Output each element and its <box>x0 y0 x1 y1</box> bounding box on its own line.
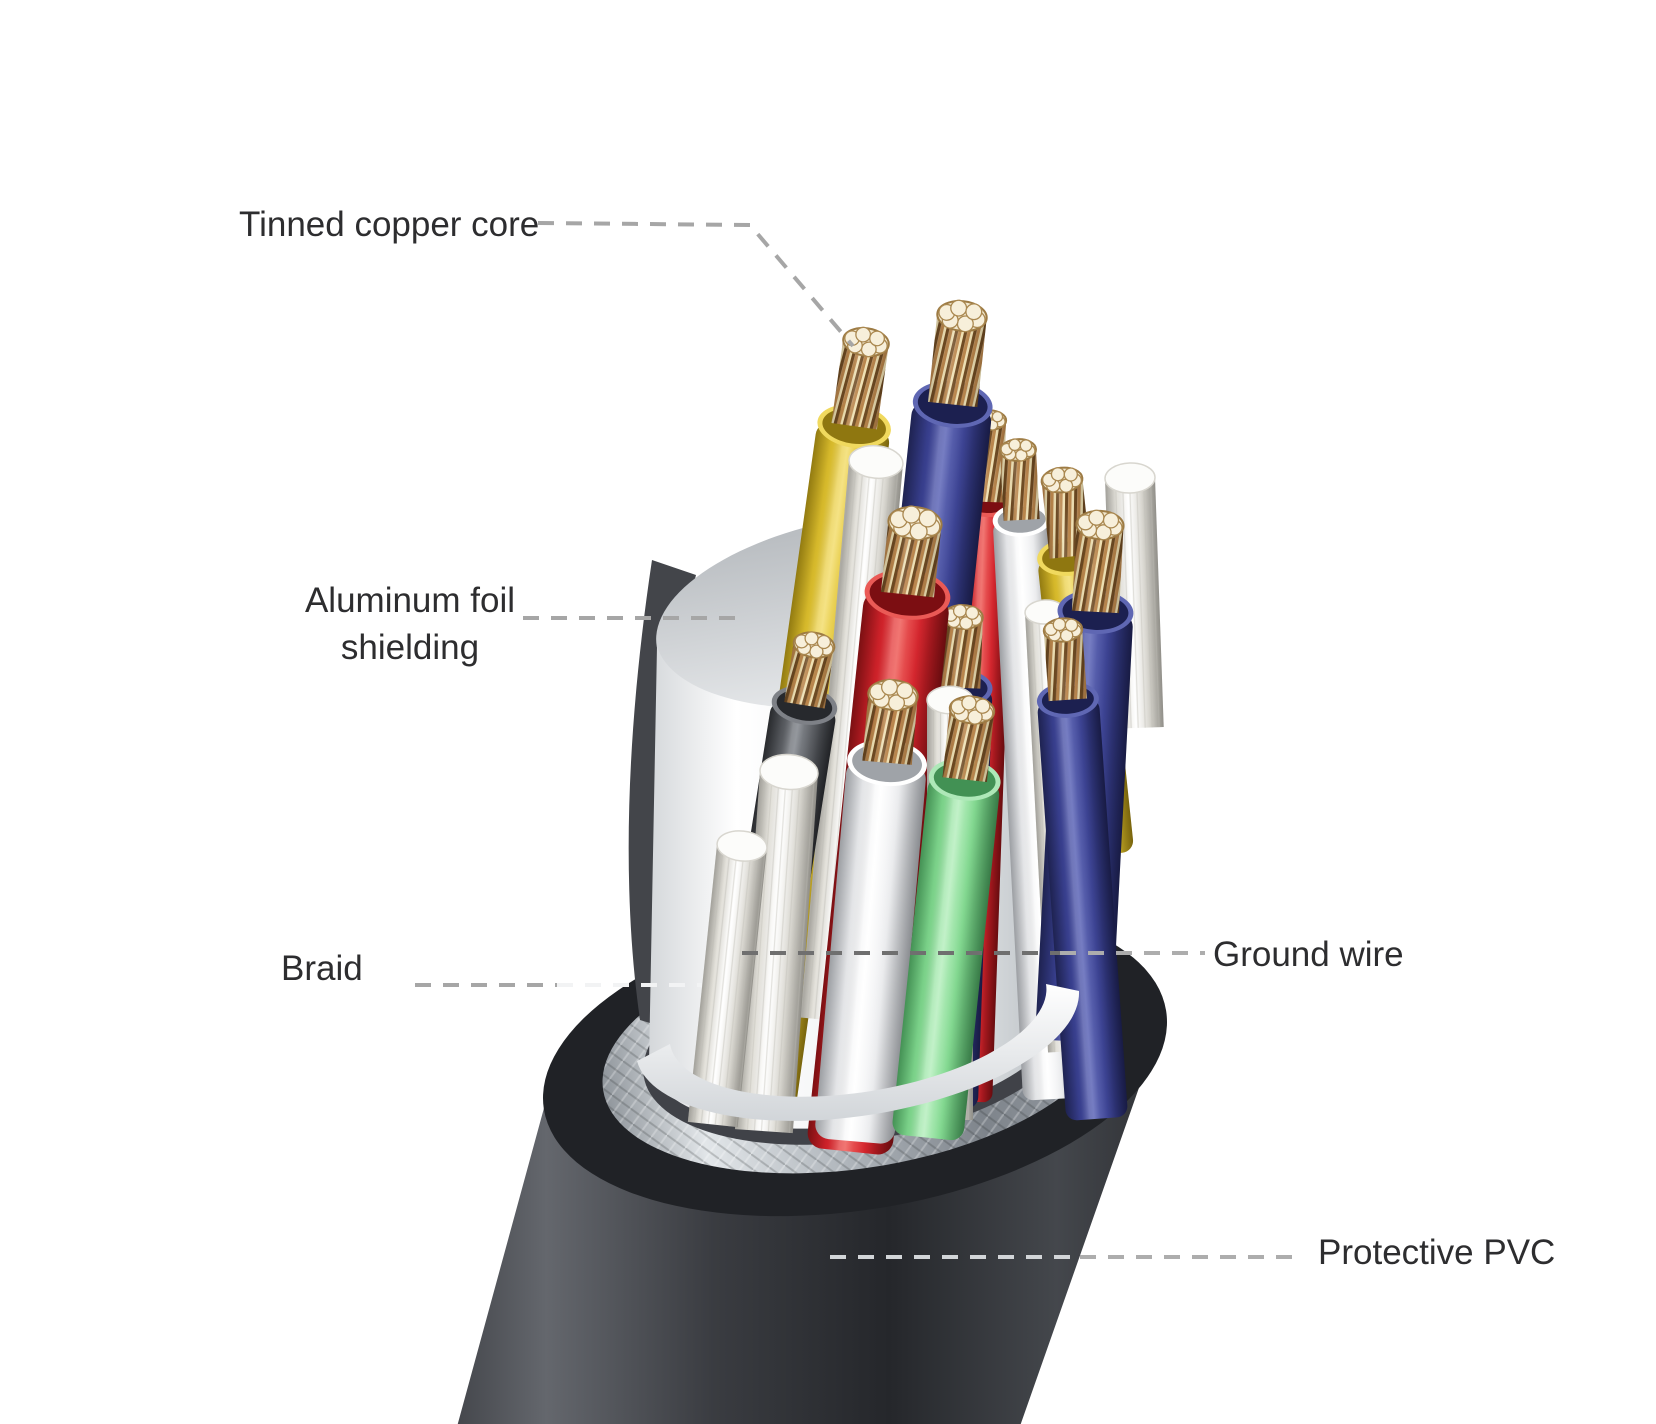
wire-white <box>815 678 927 1144</box>
leader-tinned-copper-core <box>537 221 855 348</box>
wire-green <box>892 695 1001 1141</box>
label-tinned-copper-core: Tinned copper core <box>239 205 540 244</box>
label-braid: Braid <box>281 949 363 988</box>
filler-rod <box>687 830 768 1128</box>
label-protective-pvc: Protective PVC <box>1318 1233 1556 1272</box>
wire-bundle <box>687 299 1164 1155</box>
label-ground-wire: Ground wire <box>1213 935 1404 974</box>
aluminum-foil-front-rim <box>637 984 1080 1121</box>
leader-lines <box>415 221 1302 1259</box>
label-aluminum-foil-shielding: Aluminum foil shielding <box>304 581 516 667</box>
